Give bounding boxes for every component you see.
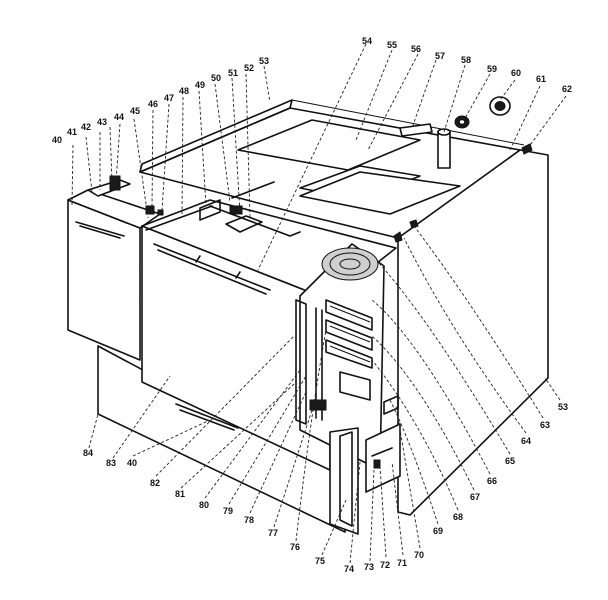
- callout-80: 80: [199, 500, 209, 510]
- callout-82: 82: [150, 478, 160, 488]
- drawer-handle: [175, 403, 239, 429]
- lower-shield: [339, 371, 371, 401]
- callout-53-top: 53: [259, 56, 269, 66]
- callout-70: 70: [414, 550, 424, 560]
- callout-83: 83: [106, 458, 116, 468]
- callout-41: 41: [67, 127, 77, 137]
- oven-racks: [325, 299, 373, 369]
- clip-62: [521, 143, 533, 155]
- callout-49: 49: [195, 80, 205, 90]
- callout-72: 72: [380, 560, 390, 570]
- callout-73: 73: [364, 562, 374, 572]
- cabinet-body: [97, 99, 549, 533]
- callout-46: 46: [148, 99, 158, 109]
- control-strip: [87, 179, 131, 197]
- post-58: [437, 131, 451, 169]
- callout-77: 77: [268, 528, 278, 538]
- callout-84: 84: [83, 448, 93, 458]
- callout-69: 69: [433, 526, 443, 536]
- callout-58: 58: [461, 55, 471, 65]
- oven-cavity: [295, 243, 385, 471]
- burner-bracket: [199, 199, 221, 221]
- callout-43: 43: [97, 117, 107, 127]
- callout-76: 76: [290, 542, 300, 552]
- callout-74: 74: [344, 564, 354, 574]
- callout-57: 57: [435, 51, 445, 61]
- broiler-door-assembly: [329, 395, 401, 535]
- drawer-box: [365, 423, 401, 493]
- callout-50: 50: [211, 73, 221, 83]
- callout-66: 66: [487, 476, 497, 486]
- callout-64: 64: [521, 436, 531, 446]
- callout-56: 56: [411, 44, 421, 54]
- top-parts: [145, 96, 533, 243]
- control-knob: [109, 175, 121, 191]
- callout-59: 59: [487, 64, 497, 74]
- callout-79: 79: [223, 506, 233, 516]
- callout-53-right: 53: [558, 402, 568, 412]
- callout-45: 45: [130, 106, 140, 116]
- bracket-45: [145, 205, 155, 215]
- callout-63: 63: [540, 420, 550, 430]
- callout-47: 47: [164, 93, 174, 103]
- leader-lines: [71, 43, 567, 564]
- callout-labels: 40 41 42 43 44 45 46 47 48 49 50 51 52 5…: [52, 36, 572, 574]
- callout-51: 51: [228, 68, 238, 78]
- callout-68: 68: [453, 512, 463, 522]
- callout-75: 75: [315, 556, 325, 566]
- callout-42: 42: [81, 122, 91, 132]
- rear-rail-57: [399, 123, 433, 137]
- callout-40-top: 40: [52, 135, 62, 145]
- vent-plate: [299, 171, 461, 215]
- callout-48: 48: [179, 86, 189, 96]
- callout-65: 65: [505, 456, 515, 466]
- left-door-handle: [75, 221, 125, 237]
- callout-71: 71: [397, 558, 407, 568]
- callout-44: 44: [114, 112, 124, 122]
- callout-55: 55: [387, 40, 397, 50]
- callout-78: 78: [244, 515, 254, 525]
- callout-81: 81: [175, 489, 185, 499]
- callout-40-bottom: 40: [127, 458, 137, 468]
- left-door-assembly: [67, 175, 161, 361]
- main-door-handle: [153, 243, 271, 291]
- broiler-door-face: [339, 431, 353, 527]
- callout-62: 62: [562, 84, 572, 94]
- callout-60: 60: [511, 68, 521, 78]
- callout-67: 67: [470, 492, 480, 502]
- callout-52: 52: [244, 63, 254, 73]
- rear-top-cover: [237, 119, 421, 171]
- callout-61: 61: [536, 74, 546, 84]
- callout-54: 54: [362, 36, 372, 46]
